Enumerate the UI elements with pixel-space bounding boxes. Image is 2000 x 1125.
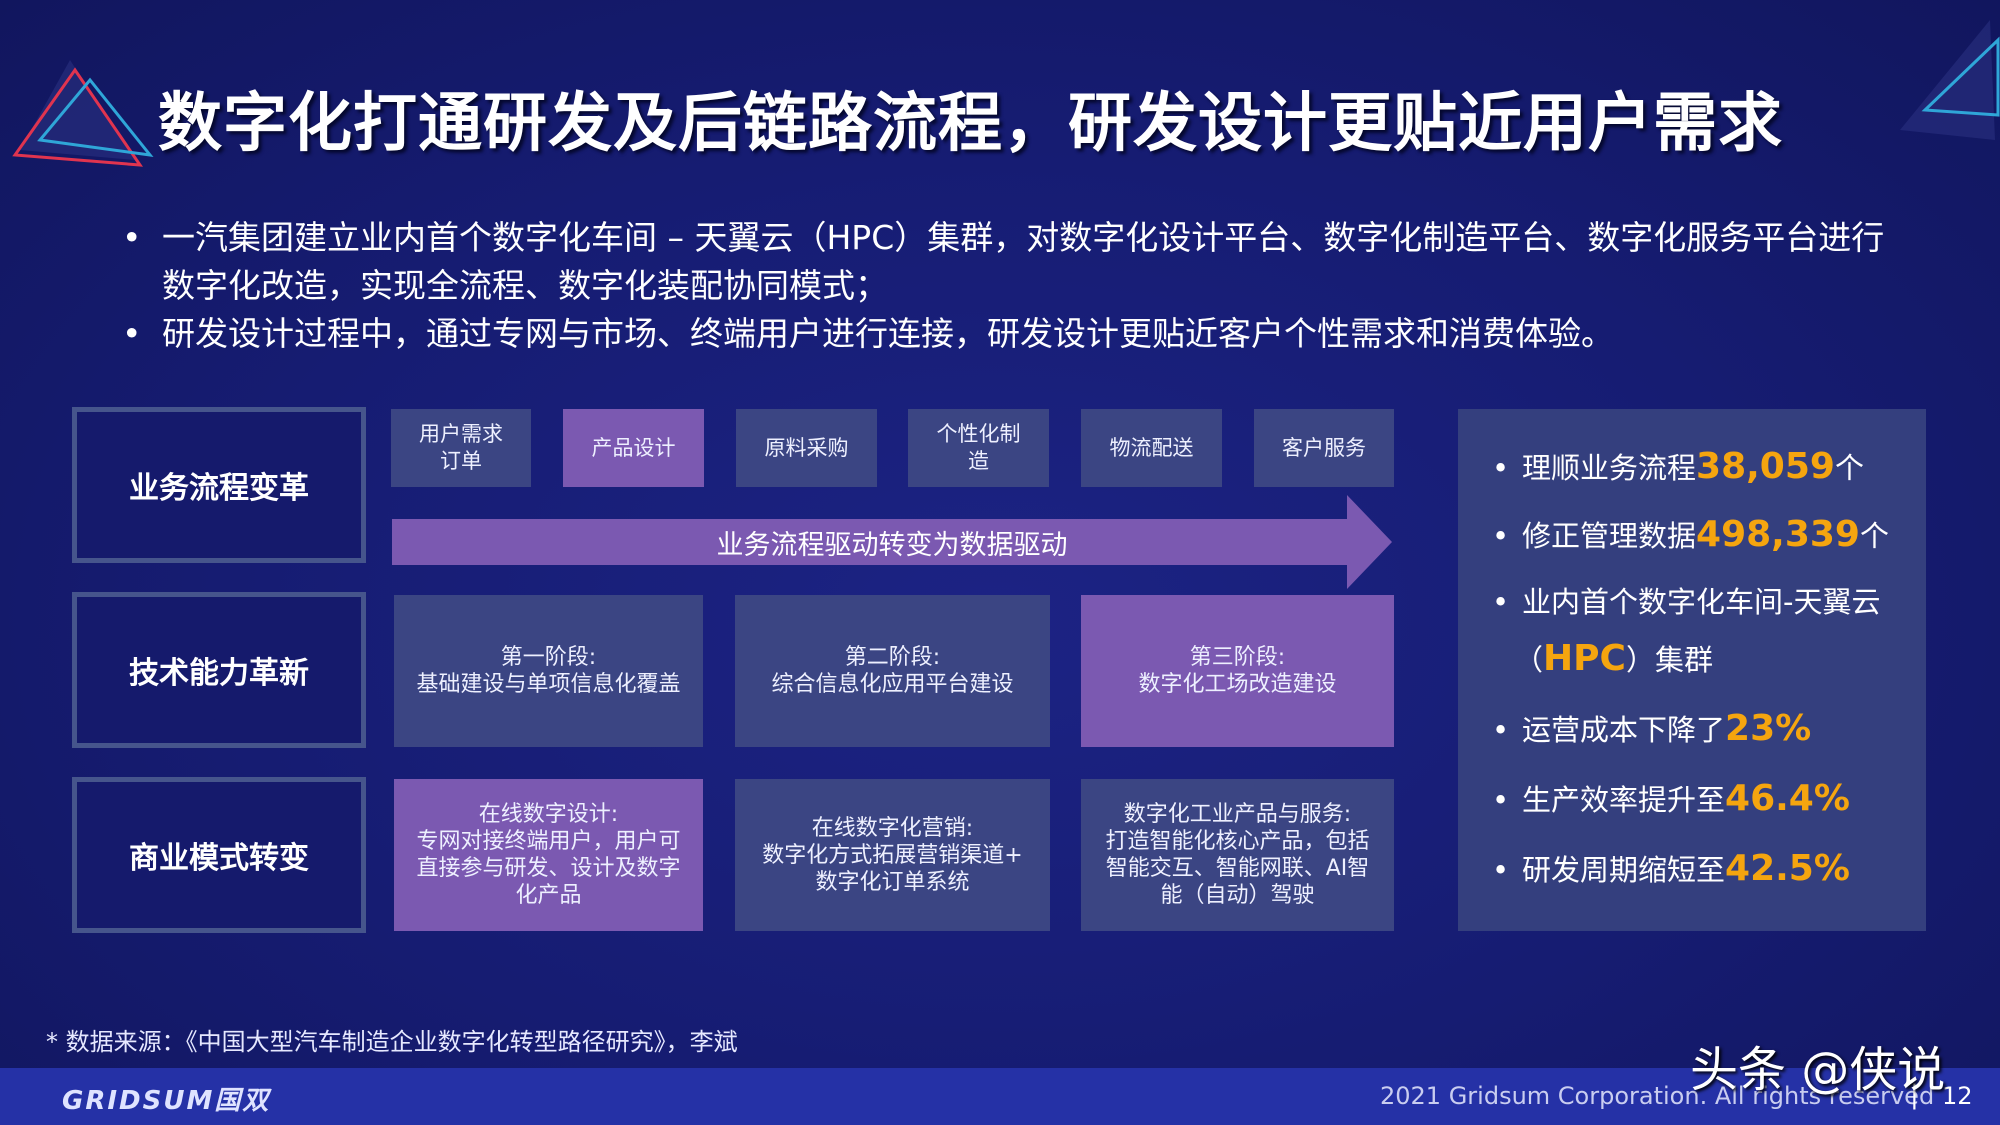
process-step-label: 原料采购 — [764, 435, 849, 460]
business-model-desc: 能（自动）驾驶 — [1160, 883, 1315, 908]
stat-label: 修正管理数据 — [1522, 519, 1697, 553]
stat-number: HPC — [1543, 638, 1626, 679]
tech-stage-title: 第三阶段: — [1189, 645, 1286, 670]
triangle-decoration-right — [1900, 20, 2000, 140]
stat-label: 生产效率提升至 — [1522, 783, 1726, 817]
stat-suffix: ）集群 — [1625, 643, 1713, 677]
tech-stage-title: 第二阶段: — [844, 645, 941, 670]
business-model-desc: 智能交互、智能网联、AI智 — [1105, 856, 1370, 881]
gridsum-logo: GRIDSUM国双 — [62, 1086, 271, 1116]
arrow-label: 业务流程驱动转变为数据驱动 — [716, 529, 1068, 561]
stat-item: •业内首个数字化车间-天翼云 — [1492, 585, 1881, 619]
process-step-box: 用户需求订单 — [391, 409, 531, 487]
stat-number: 42.5% — [1725, 848, 1850, 889]
stat-item: •理顺业务流程38,059个 — [1492, 446, 1864, 487]
bullet-item: • 研发设计过程中，通过专网与市场、终端用户进行连接，研发设计更贴近客户个性需求… — [122, 310, 1922, 358]
stat-number: 23% — [1725, 708, 1812, 749]
process-step-label: 用户需求 — [419, 422, 503, 446]
stats-panel: •理顺业务流程38,059个 •修正管理数据498,339个 •业内首个数字化车… — [1458, 409, 1926, 931]
stat-label: 理顺业务流程 — [1522, 451, 1697, 485]
process-step-label: 客户服务 — [1282, 435, 1366, 460]
process-step-box: 原料采购 — [736, 409, 877, 487]
stat-label: （ — [1514, 643, 1544, 677]
bullet-text: 数字化改造，实现全流程、数字化装配协同模式； — [162, 266, 888, 305]
business-model-title: 在线数字设计: — [478, 802, 619, 827]
business-model-desc: 专网对接终端用户，用户可 — [416, 829, 681, 854]
process-arrow — [392, 495, 1392, 589]
business-model-box: 数字化工业产品与服务: 打造智能化核心产品，包括 智能交互、智能网联、AI智 能… — [1081, 779, 1394, 931]
row-label-business-model: 商业模式转变 — [72, 777, 366, 933]
watermark: 头条 @侠说 — [1690, 1042, 1946, 1098]
business-model-title: 数字化工业产品与服务: — [1123, 802, 1352, 827]
stat-suffix: 个 — [1834, 451, 1864, 485]
process-step-box: 客户服务 — [1254, 409, 1394, 487]
tech-stage-box: 第一阶段: 基础建设与单项信息化覆盖 — [394, 595, 703, 747]
tech-stage-desc: 数字化工场改造建设 — [1138, 672, 1337, 697]
row-label-business-process: 业务流程变革 — [72, 407, 366, 563]
business-model-desc: 数字化方式拓展营销渠道+ — [762, 842, 1023, 868]
process-step-label: 造 — [968, 449, 989, 473]
stat-item: •修正管理数据498,339个 — [1492, 514, 1889, 555]
bullet-list: • 一汽集团建立业内首个数字化车间 – 天翼云（HPC）集群，对数字化设计平台、… — [122, 214, 1922, 358]
business-model-desc: 打造智能化核心产品，包括 — [1105, 829, 1370, 854]
process-step-label: 物流配送 — [1109, 435, 1194, 460]
stat-item: •生产效率提升至46.4% — [1492, 778, 1850, 819]
footer-bar: GRIDSUM国双 2021 Gridsum Corporation. All … — [0, 1068, 2000, 1125]
process-step-box: 个性化制造 — [908, 409, 1049, 487]
data-source-note: * 数据来源：《中国大型汽车制造企业数字化转型路径研究》，李斌 — [46, 1028, 738, 1056]
stat-item: （HPC）集群 — [1514, 637, 1713, 679]
business-model-desc: 直接参与研发、设计及数字 — [416, 856, 681, 881]
process-step-box: 物流配送 — [1081, 409, 1222, 487]
process-step-box: 产品设计 — [563, 409, 704, 487]
stat-number: 38,059 — [1696, 446, 1835, 487]
stat-suffix: 个 — [1859, 519, 1889, 553]
bullet-item: • 一汽集团建立业内首个数字化车间 – 天翼云（HPC）集群，对数字化设计平台、… — [122, 214, 1922, 310]
business-model-desc: 数字化订单系统 — [815, 869, 970, 895]
stat-label: 运营成本下降了 — [1522, 713, 1726, 747]
process-step-label: 个性化制 — [936, 422, 1021, 446]
business-model-title: 在线数字化营销: — [811, 815, 974, 841]
stat-item: •运营成本下降了23% — [1492, 708, 1812, 749]
footer-separator: | — [1910, 1080, 1919, 1110]
stat-label: 研发周期缩短至 — [1522, 853, 1726, 887]
bullet-text: 一汽集团建立业内首个数字化车间 – 天翼云（HPC）集群，对数字化设计平台、数字… — [162, 218, 1885, 257]
tech-stage-desc: 基础建设与单项信息化覆盖 — [416, 672, 681, 697]
tech-stage-title: 第一阶段: — [500, 645, 597, 670]
tech-stage-desc: 综合信息化应用平台建设 — [771, 672, 1014, 697]
bullet-marker: • — [122, 218, 142, 257]
tech-stage-box: 第二阶段: 综合信息化应用平台建设 — [735, 595, 1050, 747]
row-label-tech-capability: 技术能力革新 — [72, 592, 366, 748]
stat-number: 46.4% — [1725, 778, 1850, 819]
business-model-box: 在线数字化营销: 数字化方式拓展营销渠道+ 数字化订单系统 — [735, 779, 1050, 931]
process-step-label: 订单 — [440, 449, 482, 473]
stat-label: 业内首个数字化车间-天翼云 — [1522, 585, 1881, 619]
stat-number: 498,339 — [1696, 514, 1860, 555]
business-model-box: 在线数字设计: 专网对接终端用户，用户可 直接参与研发、设计及数字 化产品 — [394, 779, 703, 931]
business-model-desc: 化产品 — [515, 883, 582, 908]
bullet-text: 研发设计过程中，通过专网与市场、终端用户进行连接，研发设计更贴近客户个性需求和消… — [162, 314, 1614, 353]
page-number: 12 — [1942, 1082, 1973, 1110]
copyright-text: 2021 Gridsum Corporation. All rights res… — [1380, 1082, 1935, 1110]
process-step-label: 产品设计 — [591, 435, 676, 460]
triangle-decoration-left — [12, 60, 154, 167]
stat-item: •研发周期缩短至42.5% — [1492, 848, 1850, 889]
page-title: 数字化打通研发及后链路流程，研发设计更贴近用户需求 — [158, 87, 1783, 161]
tech-stage-box: 第三阶段: 数字化工场改造建设 — [1081, 595, 1394, 747]
bullet-marker: • — [122, 314, 142, 353]
